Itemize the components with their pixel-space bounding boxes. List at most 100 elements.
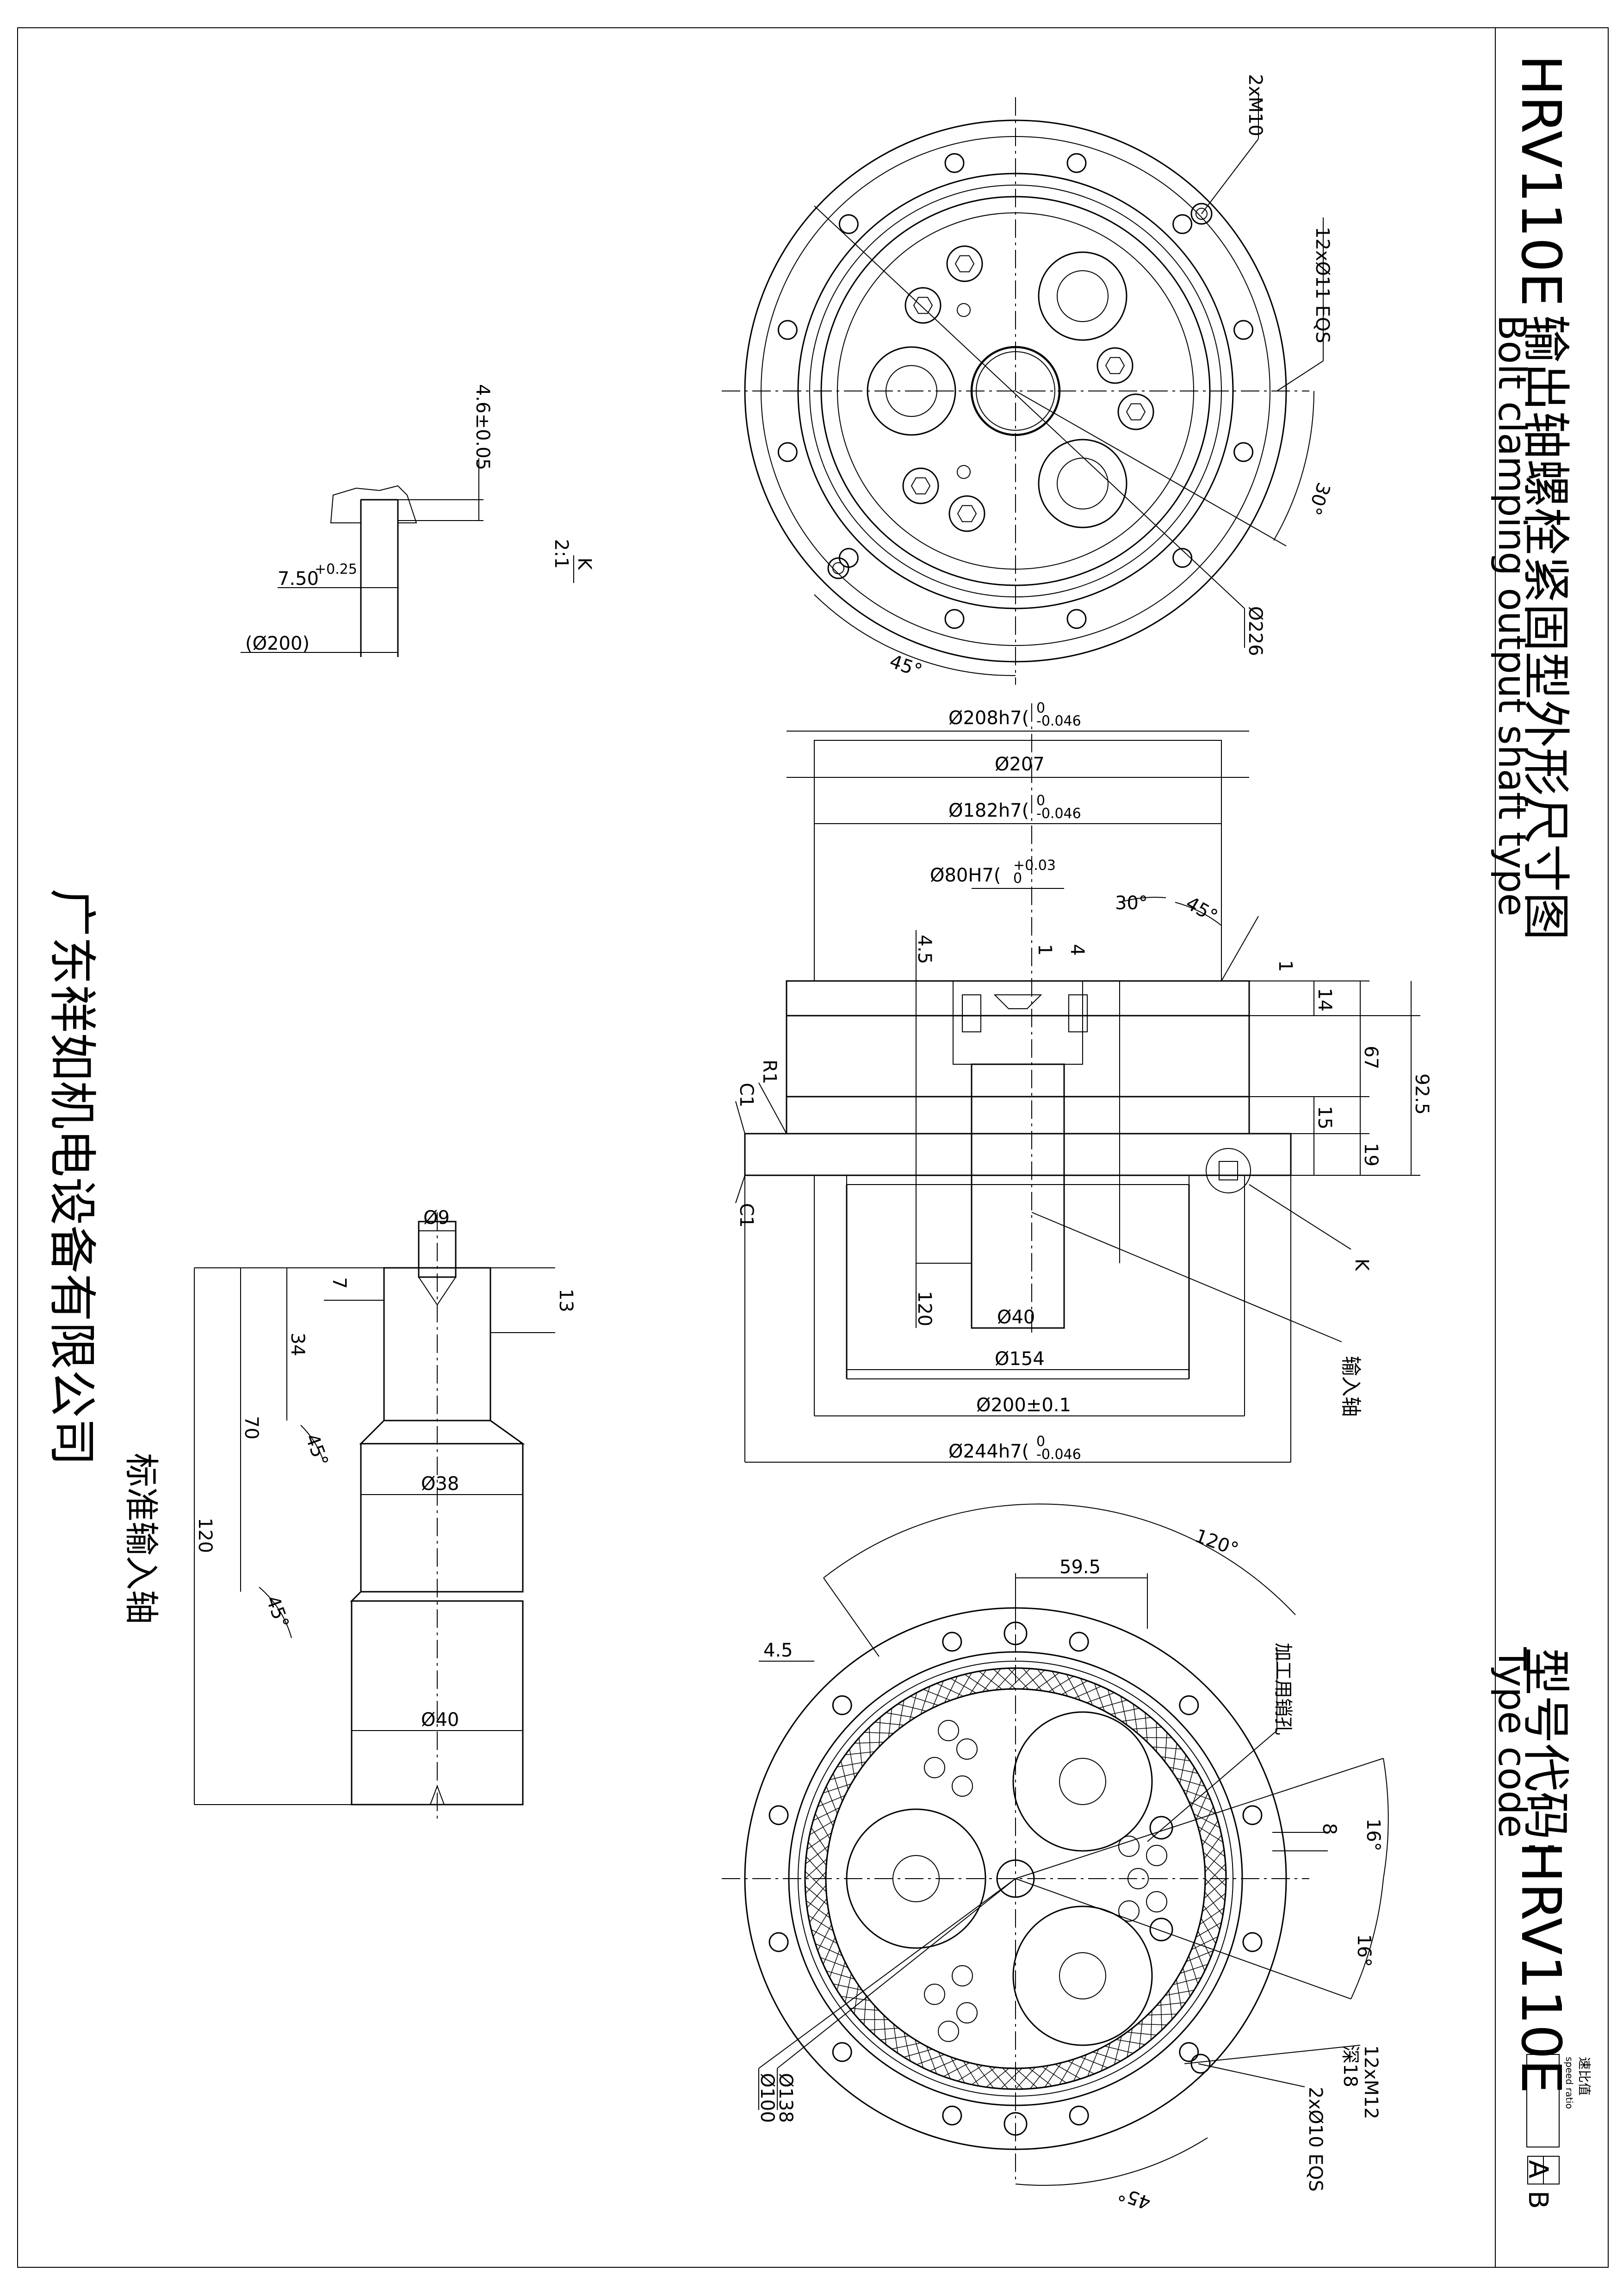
bolt-hole-icon: [1172, 548, 1193, 568]
variant-a: A: [1523, 2160, 1554, 2178]
input-shaft-view: Ø9 7 13 34 70 120 45° 45° Ø38 Ø40: [194, 1207, 576, 1818]
bolt-hole-icon: [832, 1695, 852, 1715]
hex-screw-icon: [902, 467, 939, 504]
detail-scale: 2:1: [551, 539, 572, 569]
tapped-hole-icon: [938, 2021, 959, 2042]
bolt-hole-icon: [777, 442, 798, 462]
bv-d138: Ø138: [775, 2073, 796, 2123]
label-input-shaft: 输入轴: [1339, 1356, 1363, 1417]
shaft-dim-7: 7: [328, 1277, 350, 1289]
model-title: HRV110E: [1509, 55, 1573, 307]
bottom-view: 120° 59.5 4.5 加工用销孔 8 16° 16° 12xM12 深18…: [722, 1503, 1389, 2214]
shaft-d40: Ø40: [421, 1709, 459, 1731]
bolt-hole-icon: [832, 2042, 852, 2062]
shaft-angle-45a: 45°: [301, 1431, 332, 1469]
dim-182-tol-up: 0: [1036, 793, 1045, 809]
dim-80: Ø80H7(: [930, 865, 1001, 886]
tapped-hole-icon: [1118, 1836, 1140, 1857]
dim-182-tol-dn: -0.046: [1036, 806, 1081, 822]
dim-208: Ø208h7(: [948, 707, 1029, 729]
title-en: Bolt clamping output shaft type: [1490, 315, 1534, 917]
bv-dim-4-5: 4.5: [763, 1640, 793, 1661]
bolt-hole-icon: [944, 609, 965, 629]
bolt-hole-icon: [777, 320, 798, 340]
bolt-hole-icon: [1069, 1632, 1089, 1652]
speed-ratio-cn: 速比值: [1577, 2057, 1592, 2096]
bolt-hole-icon: [1066, 609, 1087, 629]
drawing-frame: [17, 27, 1609, 2268]
shaft-d38: Ø38: [421, 1473, 459, 1495]
bv-holes-pin: 2xØ10 EQS: [1305, 2087, 1326, 2191]
tapped-hole-icon: [938, 1720, 959, 1741]
shaft-dim-34: 34: [287, 1333, 308, 1356]
pin-hole-icon: [1149, 1917, 1173, 1942]
bolt-hole-icon: [1233, 442, 1254, 462]
detail-width-tol: +0.25: [315, 561, 357, 577]
dim-14: 14: [1314, 988, 1335, 1011]
detail-depth: 4.6±0.05: [472, 384, 493, 470]
dim-208-tol-dn: -0.046: [1036, 713, 1081, 729]
bv-machining-pin-hole: 加工用销孔: [1272, 1643, 1294, 1735]
detail-ref: (Ø200): [245, 633, 310, 654]
bolt-hole-icon: [1179, 1695, 1199, 1715]
label-c1-bot: C1: [736, 1203, 757, 1228]
dim-4-5: 4.5: [914, 935, 935, 964]
detail-width: 7.50: [278, 568, 319, 590]
hex-screws: [902, 245, 1154, 532]
bolt-hole-icon: [1242, 1805, 1263, 1825]
bv-dim-8: 8: [1319, 1823, 1340, 1835]
top-view: 2xM10 12xØ11 EQS 30° 45° Ø226: [722, 74, 1334, 685]
dim-207: Ø207: [995, 754, 1045, 775]
label-r1: R1: [759, 1060, 780, 1084]
label-angle-30: 30°: [1303, 480, 1334, 518]
bv-angle-120: 120°: [1192, 1525, 1241, 1560]
tapped-hole-icon: [924, 1984, 945, 2005]
pin-hole-icon: [957, 303, 971, 317]
tapped-hole-icon: [1118, 1900, 1140, 1922]
dim-120: 120: [914, 1291, 935, 1326]
variant-b: B: [1523, 2191, 1554, 2209]
company-name: 广东祥如机电设备有限公司: [44, 888, 100, 1466]
label-12-holes: 12xØ11 EQS: [1312, 227, 1333, 343]
tapped-hole-icon: [924, 1757, 945, 1778]
dim-182: Ø182h7(: [948, 800, 1029, 821]
shaft-d9: Ø9: [423, 1207, 450, 1229]
speed-ratio-en: speed ratio: [1564, 2057, 1575, 2109]
dim-208-tol-up: 0: [1036, 700, 1045, 716]
bv-angle-45: 45°: [1115, 2182, 1153, 2213]
m10-hole-icon: [827, 557, 849, 579]
hex-screw-icon: [946, 245, 983, 282]
detail-k: 4.6±0.05 7.50 +0.25 (Ø200) K 2:1: [241, 384, 595, 657]
type-code-value: HRV110E: [1509, 1842, 1573, 2094]
m10-hole-icon: [1190, 203, 1213, 225]
dim-80-tol-dn: 0: [1013, 870, 1022, 887]
dim-67: 67: [1360, 1046, 1381, 1069]
dim-1b: 1: [1275, 960, 1296, 972]
shaft-angle-45b: 45°: [262, 1593, 293, 1631]
section-view: Ø208h7( 0 -0.046 Ø207 Ø182h7( 0 -0.046 Ø…: [735, 700, 1432, 1463]
angle-30: 30°: [1115, 893, 1148, 914]
hex-screw-icon: [904, 287, 942, 324]
dim-d244-tol-up: 0: [1036, 1433, 1045, 1450]
dim-d200: Ø200±0.1: [976, 1395, 1071, 1416]
dim-80-tol-up: +0.03: [1013, 857, 1056, 874]
bv-holes-m12: 12xM12: [1360, 2045, 1381, 2119]
bolt-hole-icon: [838, 214, 859, 234]
dim-d40: Ø40: [997, 1307, 1035, 1328]
dim-15: 15: [1314, 1106, 1335, 1129]
bottom-bolt-holes: [768, 1621, 1263, 2136]
label-c1-top: C1: [736, 1083, 757, 1107]
shaft-dim-120: 120: [194, 1518, 216, 1553]
tapped-hole-icon: [956, 1738, 978, 1760]
bolt-hole-icon: [768, 1932, 789, 1952]
pin-hole-icon: [1149, 1816, 1173, 1840]
bv-angle-16b: 16°: [1353, 1934, 1375, 1967]
hex-screw-icon: [1096, 347, 1134, 384]
bolt-hole-icon: [1069, 2105, 1089, 2126]
dim-92-5: 92.5: [1411, 1074, 1432, 1115]
dim-d244-tol-dn: -0.046: [1036, 1446, 1081, 1463]
bolt-hole-icon: [1179, 2042, 1199, 2062]
label-2xm10: 2xM10: [1245, 74, 1266, 137]
type-code-cn: 型号代码:: [1518, 1647, 1574, 1856]
dim-4: 4: [1066, 944, 1088, 956]
